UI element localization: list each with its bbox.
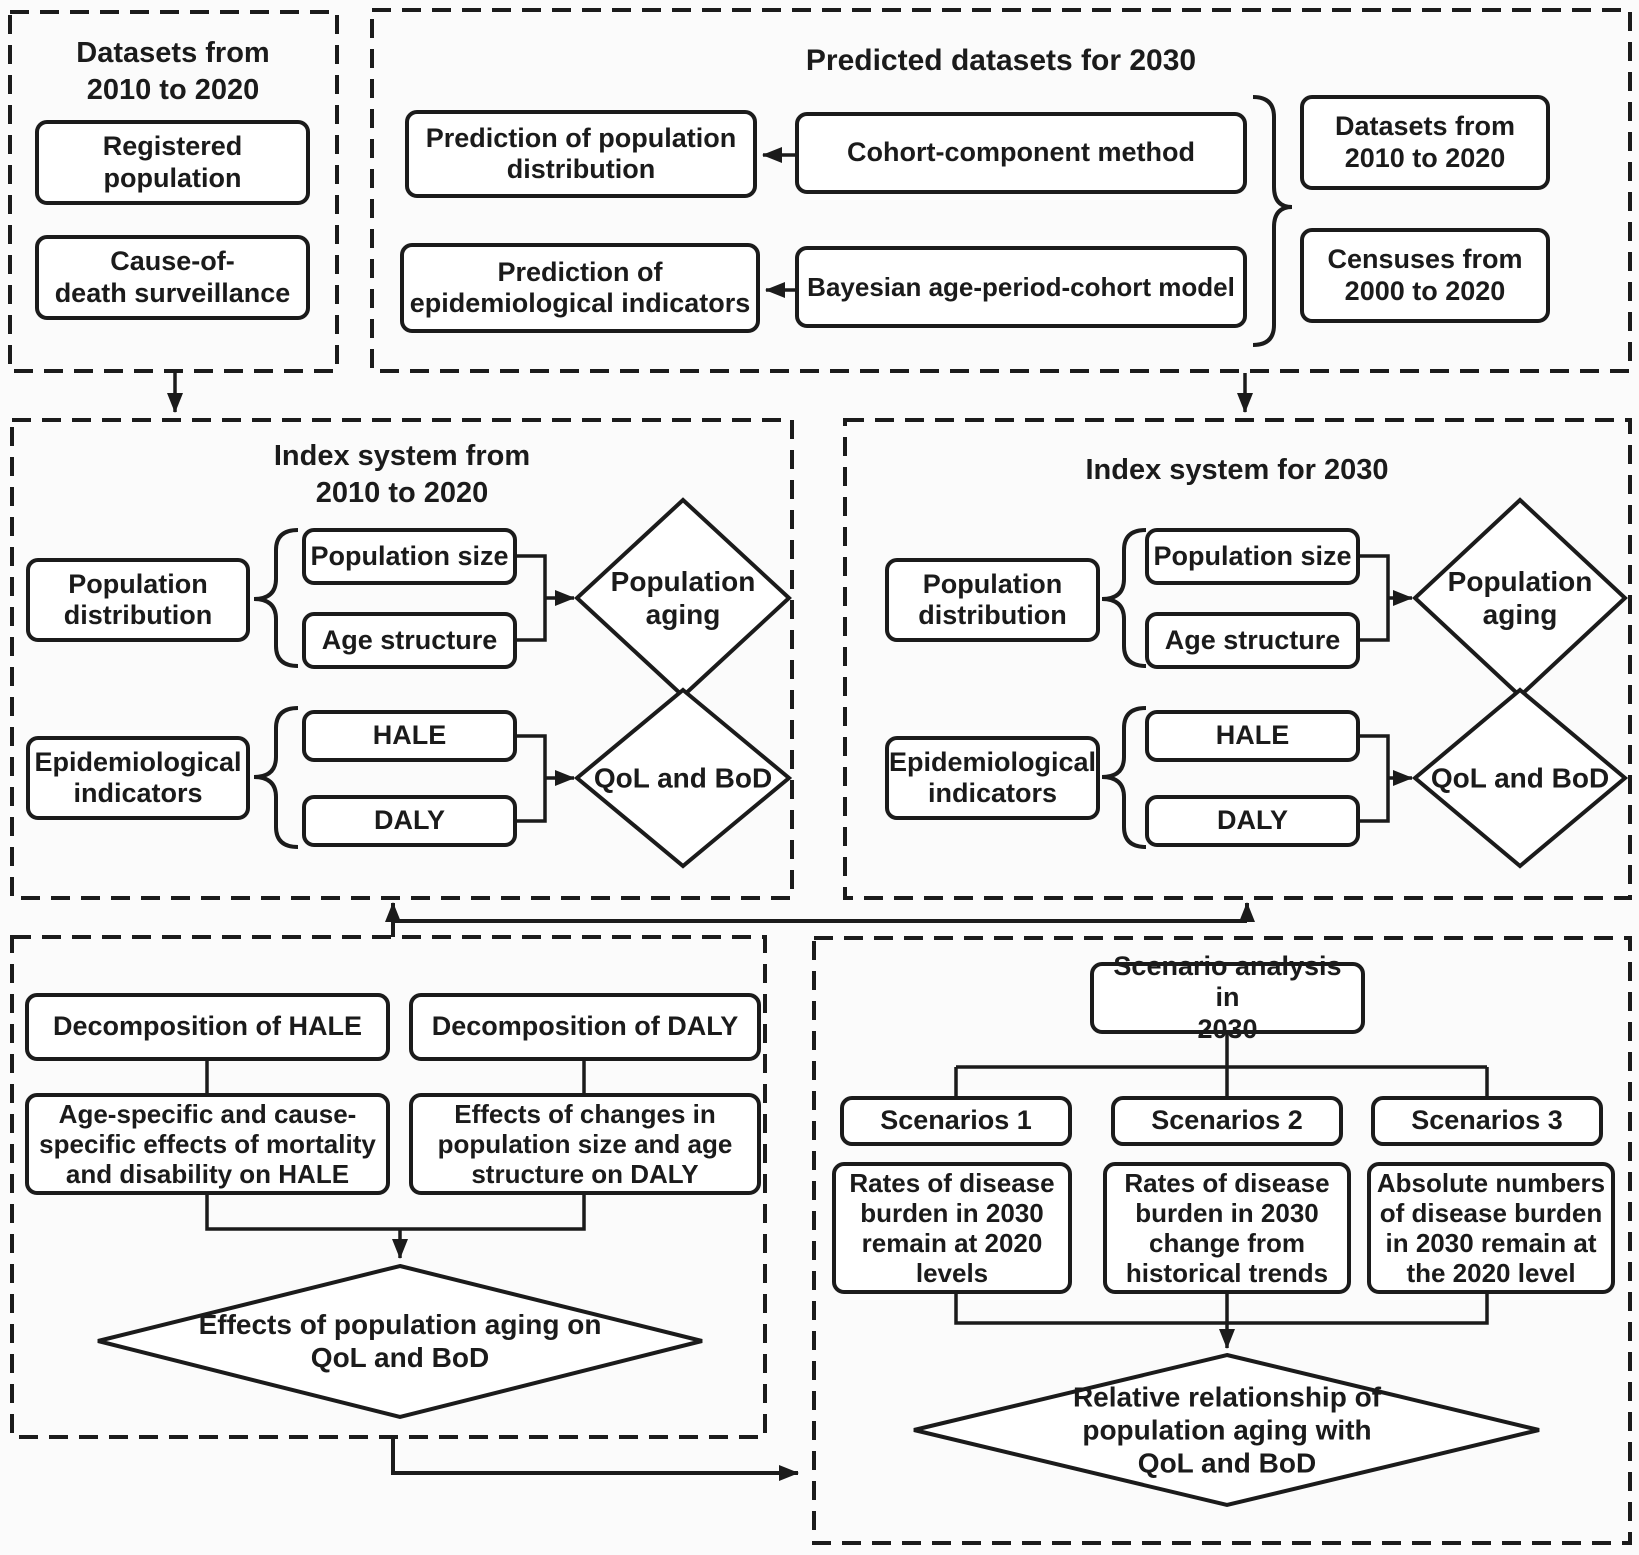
box-scenario-3: Scenarios 3 [1371,1096,1603,1146]
panel-title-index-left: Index system from 2010 to 2020 [273,440,531,510]
box-scenario-2-desc: Rates of disease burden in 2030 change f… [1103,1162,1351,1294]
container-decomposition [10,935,767,1439]
container-index-system-2030 [843,418,1632,900]
box-population-distribution-right: Population distribution [885,558,1100,642]
diamond-label-aging-right: Population aging [1447,565,1593,630]
box-daly-right: DALY [1145,795,1360,847]
brace-population-right [1101,528,1147,668]
diamond-label-relative-relationship: Relative relationship of population agin… [1072,1381,1382,1479]
bracket-population-right [1360,554,1390,642]
diamond-effects-aging [97,1263,703,1420]
box-scenario-1-desc: Rates of disease burden in 2030 remain a… [832,1162,1072,1294]
panel-title-predicted: Predicted datasets for 2030 [805,44,1197,77]
box-epidemiological-left: Epidemiological indicators [26,736,250,820]
box-prediction-epidemiological: Prediction of epidemiological indicators [400,243,760,333]
box-scenario-2: Scenarios 2 [1111,1096,1343,1146]
connector-decomposition-to-scenario [391,1437,799,1481]
bracket-population-left [517,554,547,642]
box-cause-of-death: Cause-of- death surveillance [35,235,310,320]
box-hale-right: HALE [1145,710,1360,762]
box-daly-left: DALY [302,795,517,847]
panel-title-datasets: Datasets from 2010 to 2020 [76,37,270,107]
box-datasets-2010-2020: Datasets from 2010 to 2020 [1300,95,1550,190]
box-prediction-population: Prediction of population distribution [405,110,757,198]
brace-datasets-group [1252,95,1293,347]
box-age-structure-right: Age structure [1145,612,1360,669]
brace-epi-right [1101,706,1147,849]
box-daly-effects: Effects of changes in population size an… [409,1093,761,1195]
box-epidemiological-right: Epidemiological indicators [885,736,1100,820]
diamond-label-qol-left: QoL and BoD [593,762,773,794]
box-censuses-2000-2020: Censuses from 2000 to 2020 [1300,228,1550,323]
box-decomposition-hale: Decomposition of HALE [25,993,390,1061]
diamond-qol-bod-left [573,687,793,869]
box-cohort-method: Cohort-component method [795,112,1247,194]
connector-decomposition-to-index [391,919,1247,937]
bracket-epi-left [517,734,547,823]
connector-scenario-tree [954,1033,1489,1096]
box-hale-effects: Age-specific and cause- specific effects… [25,1093,390,1195]
diamond-label-qol-right: QoL and BoD [1430,762,1610,794]
box-age-structure-left: Age structure [302,612,517,669]
brace-population-left [253,528,299,668]
container-index-system-2010-2020 [10,418,794,900]
box-population-size-right: Population size [1145,528,1360,585]
box-scenario-3-desc: Absolute numbers of disease burden in 20… [1367,1162,1615,1294]
connector-scenario-merge [954,1292,1489,1325]
box-bayesian-model: Bayesian age-period-cohort model [795,246,1247,328]
diamond-relative-relationship [913,1352,1540,1508]
box-scenario-1: Scenarios 1 [840,1096,1072,1146]
diamond-label-aging-left: Population aging [610,565,756,630]
box-scenario-analysis: Scenario analysis in 2030 [1090,951,1365,1044]
box-hale-left: HALE [302,710,517,762]
container-datasets-2010-2020 [8,10,339,373]
box-registered-population: Registered population [35,120,310,205]
connector-effects-merge [205,1193,586,1231]
diamond-label-effects-aging: Effects of population aging on QoL and B… [198,1308,602,1373]
box-population-distribution-left: Population distribution [26,558,250,642]
box-population-size-left: Population size [302,528,517,585]
panel-title-index-right: Index system for 2030 [1085,454,1389,486]
box-decomposition-daly: Decomposition of DALY [409,993,761,1061]
brace-epi-left [253,706,299,849]
container-scenario-analysis [812,936,1632,1545]
diamond-qol-bod-right [1411,687,1629,869]
bracket-epi-right [1360,734,1390,823]
